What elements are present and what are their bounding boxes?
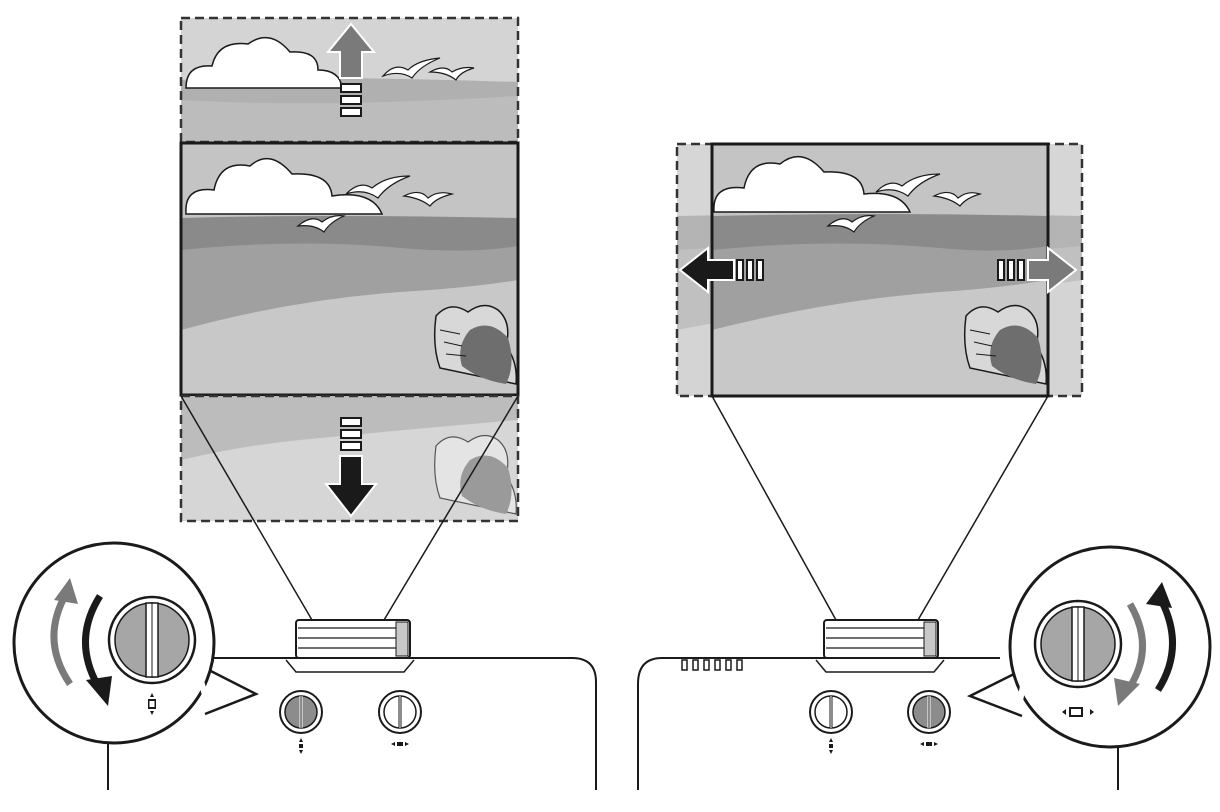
- vertical-shift-icon: [829, 738, 833, 754]
- zoom-dial: [1033, 599, 1123, 689]
- bird-icon: [381, 57, 441, 79]
- shift-right-arrow-icon: [997, 245, 1078, 295]
- cloud-icon: [185, 36, 343, 89]
- projection-lines: [180, 395, 519, 621]
- projector-body: [637, 619, 1119, 790]
- bird-icon: [875, 173, 941, 197]
- seashell-icon: [963, 304, 1048, 385]
- dial-callout-left: [12, 541, 260, 745]
- shift-down-arrow-icon: [323, 417, 379, 518]
- seashell-icon: [433, 304, 518, 385]
- horizontal-shift-dial[interactable]: [378, 690, 422, 746]
- projected-image: [712, 144, 1048, 396]
- shift-left-arrow-icon: [678, 245, 764, 295]
- projection-lines: [711, 395, 1049, 621]
- vertical-shift-dial[interactable]: [279, 690, 323, 754]
- rotate-arrow-icon: [1114, 582, 1176, 706]
- projected-image: [181, 143, 518, 395]
- lens: [295, 619, 411, 659]
- shift-up-arrow-icon: [325, 22, 377, 117]
- vertical-shift-icon: [299, 738, 303, 754]
- rotate-arrow-icon: [50, 578, 112, 706]
- bird-icon: [427, 66, 475, 81]
- bird-icon: [931, 191, 983, 207]
- vertical-shift-dial[interactable]: [809, 690, 853, 754]
- bird-icon: [345, 175, 411, 199]
- bird-icon: [401, 191, 455, 207]
- bird-icon: [296, 215, 347, 233]
- cloud-icon: [185, 157, 384, 215]
- vent-slots: [681, 659, 743, 671]
- projector-body: [107, 619, 597, 790]
- horizontal-shift-icon: [391, 742, 409, 746]
- horizontal-shift-icon: [1062, 707, 1094, 717]
- zoom-dial: [107, 595, 197, 685]
- left-panel: [12, 16, 597, 790]
- vertical-shift-icon: [148, 693, 156, 715]
- lens: [823, 619, 939, 659]
- bird-icon: [826, 215, 877, 233]
- right-panel: [637, 142, 1212, 790]
- horizontal-shift-icon: [920, 742, 938, 746]
- cloud-icon: [713, 155, 912, 213]
- dial-callout-right: [966, 545, 1212, 749]
- horizontal-shift-dial[interactable]: [907, 690, 951, 746]
